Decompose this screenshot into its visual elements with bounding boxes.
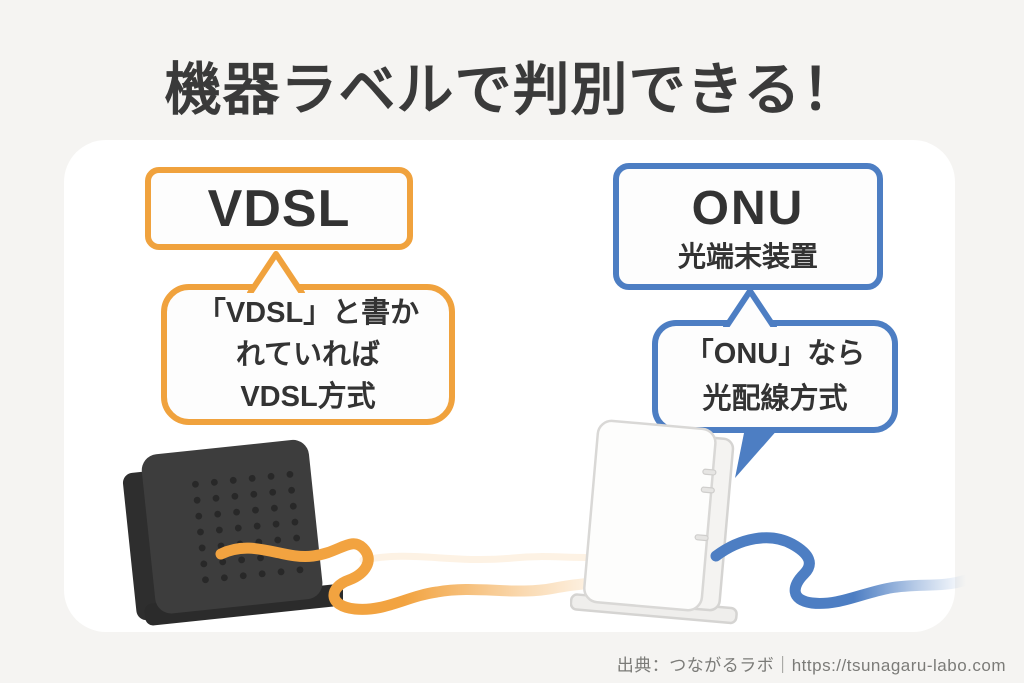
vdsl-bubble-pointer-icon [247, 251, 305, 293]
onu-bubble-pointer-icon [723, 288, 777, 327]
vdsl-bubble-line: れていれば [235, 338, 381, 371]
onu-bubble-line: 光配線方式 [702, 382, 848, 415]
onu-label-box: ONU 光端末装置 [613, 163, 883, 290]
onu-bubble-tail-icon [735, 428, 779, 478]
vdsl-speech-bubble: 「VDSL」と書か れていれば VDSL方式 [161, 284, 455, 425]
onu-label: ONU [691, 181, 805, 235]
onu-sublabel: 光端末装置 [677, 240, 818, 272]
onu-device-illustration [570, 419, 738, 625]
vdsl-orange-cable-icon [215, 538, 633, 615]
vdsl-label-box: VDSL [145, 167, 413, 250]
vdsl-bubble-line: VDSL方式 [240, 380, 376, 413]
source-credit: 出典：つながるラボ｜https://tsunagaru-labo.com [616, 656, 1006, 675]
vdsl-bubble-line: 「VDSL」と書か [196, 296, 420, 329]
onu-bubble-line: 「ONU」なら [684, 337, 866, 370]
page-title: 機器ラベルで判別できる！ [164, 58, 860, 122]
onu-blue-cable-icon [710, 532, 972, 609]
vdsl-label: VDSL [207, 179, 351, 238]
vdsl-modem-illustration [122, 439, 343, 626]
